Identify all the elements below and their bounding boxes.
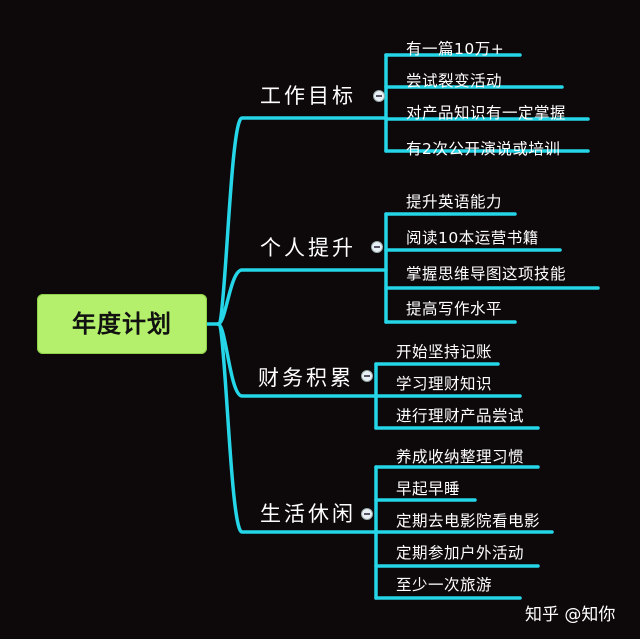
watermark: 知乎 @知你: [525, 605, 616, 625]
branch-label-finance[interactable]: 财务积累: [258, 366, 354, 390]
leaf-node-life-leisure[interactable]: 早起早睡: [396, 480, 461, 498]
branch-connector-work-goals: [216, 116, 388, 326]
branch-label-work-goals[interactable]: 工作目标: [260, 84, 356, 108]
leaf-node-life-leisure[interactable]: 至少一次旅游: [396, 576, 493, 594]
leaf-node-self-improvement[interactable]: 提升英语能力: [406, 193, 503, 211]
collapse-toggle-self-improvement[interactable]: [371, 241, 383, 253]
branch-label-life-leisure[interactable]: 生活休闲: [260, 502, 356, 526]
leaf-node-self-improvement[interactable]: 掌握思维导图这项技能: [406, 265, 567, 283]
branch-connector-life-leisure: [216, 322, 378, 534]
leaf-node-work-goals[interactable]: 尝试裂变活动: [406, 72, 503, 90]
leaf-node-life-leisure[interactable]: 养成收纳整理习惯: [396, 448, 525, 466]
leaf-node-finance[interactable]: 进行理财产品尝试: [396, 407, 525, 425]
collapse-toggle-finance[interactable]: [361, 370, 373, 382]
branch-label-self-improvement[interactable]: 个人提升: [260, 236, 356, 260]
branch-connector-self-improvement: [216, 268, 388, 326]
leaf-node-finance[interactable]: 开始坚持记账: [396, 343, 493, 361]
leaf-node-self-improvement[interactable]: 阅读10本运营书籍: [406, 229, 539, 247]
leaf-node-work-goals[interactable]: 有一篇10万+: [406, 40, 505, 58]
leaf-node-work-goals[interactable]: 对产品知识有一定掌握: [406, 104, 567, 122]
leaf-node-life-leisure[interactable]: 定期参加户外活动: [396, 544, 525, 562]
leaf-node-self-improvement[interactable]: 提高写作水平: [406, 300, 503, 318]
collapse-toggle-life-leisure[interactable]: [361, 508, 373, 520]
collapse-toggle-work-goals[interactable]: [373, 90, 385, 102]
leaf-node-life-leisure[interactable]: 定期去电影院看电影: [396, 512, 541, 530]
leaf-node-work-goals[interactable]: 有2次公开演说或培训: [406, 140, 561, 158]
leaf-node-finance[interactable]: 学习理财知识: [396, 375, 493, 393]
root-label: 年度计划: [72, 310, 172, 338]
root-node[interactable]: [37, 294, 207, 354]
